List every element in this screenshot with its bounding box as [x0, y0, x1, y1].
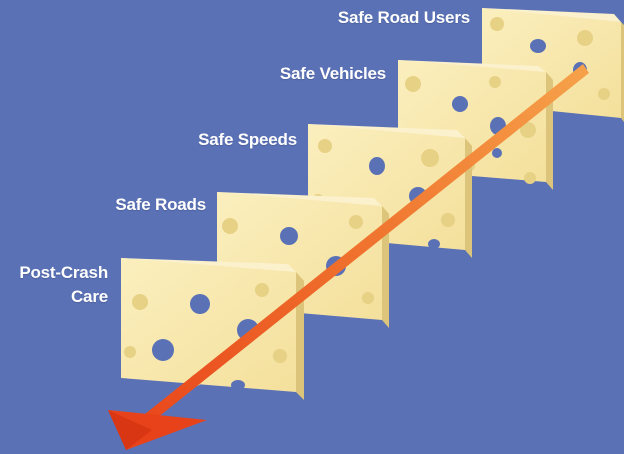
label-post-crash-line2: Care	[6, 285, 108, 309]
label-safe-roads: Safe Roads	[80, 193, 206, 217]
cheese-slice-post-crash-care	[121, 258, 304, 400]
label-safe-speeds: Safe Speeds	[160, 128, 297, 152]
label-safe-vehicles: Safe Vehicles	[230, 62, 386, 86]
label-post-crash-line1: Post-Crash	[6, 261, 108, 285]
label-safe-road-users: Safe Road Users	[300, 6, 470, 30]
label-post-crash-care: Post-Crash Care	[6, 261, 108, 309]
hazard-arrow	[108, 64, 589, 450]
